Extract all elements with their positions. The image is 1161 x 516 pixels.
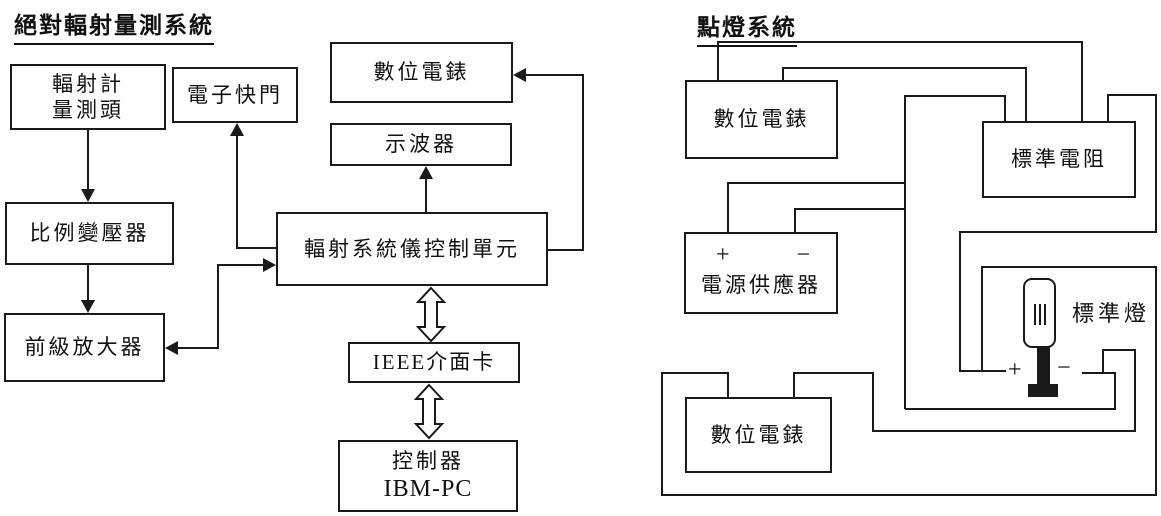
- shutter-label: 電子快門: [187, 82, 283, 107]
- standard-lamp-label: 標準燈: [1072, 301, 1151, 326]
- wire-meter-bottom-loop: [661, 266, 1157, 496]
- controller-label-line1: 控制器: [392, 448, 464, 473]
- wire-resistor-to-lamp-plus: [959, 94, 1157, 372]
- digital-meter-bottom-label: 數位電錶: [710, 422, 807, 447]
- radiation-head-label-line1: 輻射計: [52, 71, 124, 96]
- wire-ps-plus: [727, 182, 905, 232]
- wire-meter-resistor-inner: [782, 67, 1027, 121]
- box-ieee-interface-card: IEEE介面卡: [348, 342, 520, 383]
- arrowhead-right-ctrl: [263, 258, 276, 272]
- box-digital-meter-top-right: 數位電錶: [685, 80, 838, 159]
- power-supply-label: 電源供應器: [701, 273, 821, 297]
- box-ratio-transformer: 比例變壓器: [5, 202, 174, 265]
- box-preamplifier: 前級放大器: [4, 313, 165, 382]
- arrow-ctrl-to-meter-feedback: [519, 74, 584, 251]
- lamp-base: [1028, 384, 1058, 397]
- standard-resistor-label: 標準電阻: [1011, 147, 1107, 172]
- box-radiation-detector-head: 輻射計 量測頭: [10, 64, 166, 130]
- double-arrow-ieee-ibmpc: [413, 383, 445, 440]
- box-digital-meter-bottom-right: 數位電錶: [685, 397, 832, 473]
- box-standard-resistor: 標準電阻: [982, 121, 1136, 198]
- arrowhead-left-meter: [513, 68, 526, 82]
- box-controller-ibm-pc: 控制器 IBM-PC: [338, 440, 518, 512]
- ieee-card-label: IEEE介面卡: [372, 350, 496, 375]
- arrowhead-up-shutter: [230, 123, 244, 136]
- wire-center-bus: [904, 95, 1006, 409]
- preamplifier-label: 前級放大器: [24, 335, 145, 360]
- box-power-supply: + − 電源供應器: [684, 232, 838, 314]
- controller-label-line2: IBM-PC: [383, 476, 473, 503]
- lamp-plus-terminal: +: [1008, 357, 1022, 383]
- control-unit-label: 輻射系統儀控制單元: [304, 236, 520, 261]
- power-supply-plus-terminal: +: [716, 242, 730, 268]
- ratio-transformer-label: 比例變壓器: [29, 221, 150, 246]
- double-arrow-ctrl-ieee: [415, 286, 447, 343]
- left-diagram-title: 絕對輻射量測系統: [14, 6, 214, 45]
- power-supply-minus-terminal: −: [796, 242, 810, 268]
- lamp-filament-line: [1034, 304, 1036, 325]
- digital-meter-left-label: 數位電錶: [373, 60, 470, 85]
- box-radiation-control-unit: 輻射系統儀控制單元: [276, 212, 548, 286]
- lamp-stem: [1037, 346, 1050, 386]
- lamp-minus-terminal: −: [1057, 355, 1071, 381]
- box-oscilloscope: 示波器: [330, 123, 512, 166]
- oscilloscope-label: 示波器: [385, 132, 457, 157]
- lamp-filament-line: [1044, 304, 1046, 325]
- standard-lamp-icon: [1023, 278, 1056, 348]
- wire-meter-resistor-outer: [717, 41, 1083, 121]
- arrow-ctrl-preamp-link: [171, 264, 270, 349]
- arrowhead-down-transformer: [81, 189, 95, 202]
- digital-meter-top-label: 數位電錶: [713, 107, 810, 132]
- wire-ps-minus: [794, 208, 905, 232]
- box-digital-meter-left: 數位電錶: [330, 42, 513, 103]
- right-diagram-title: 點燈系統: [697, 8, 797, 47]
- wire-meter-bottom-to-lamp-minus: [793, 349, 1136, 432]
- box-electronic-shutter: 電子快門: [172, 67, 298, 123]
- arrowhead-up-scope: [419, 166, 433, 179]
- lamp-filament-line: [1039, 304, 1041, 325]
- radiation-head-label-line2: 量測頭: [52, 98, 124, 122]
- arrowhead-left-preamp: [165, 341, 178, 355]
- arrow-ctrl-to-shutter: [236, 129, 276, 249]
- arrowhead-down-preamp: [81, 300, 95, 313]
- wire-bus-to-lamp-minus: [905, 372, 1116, 410]
